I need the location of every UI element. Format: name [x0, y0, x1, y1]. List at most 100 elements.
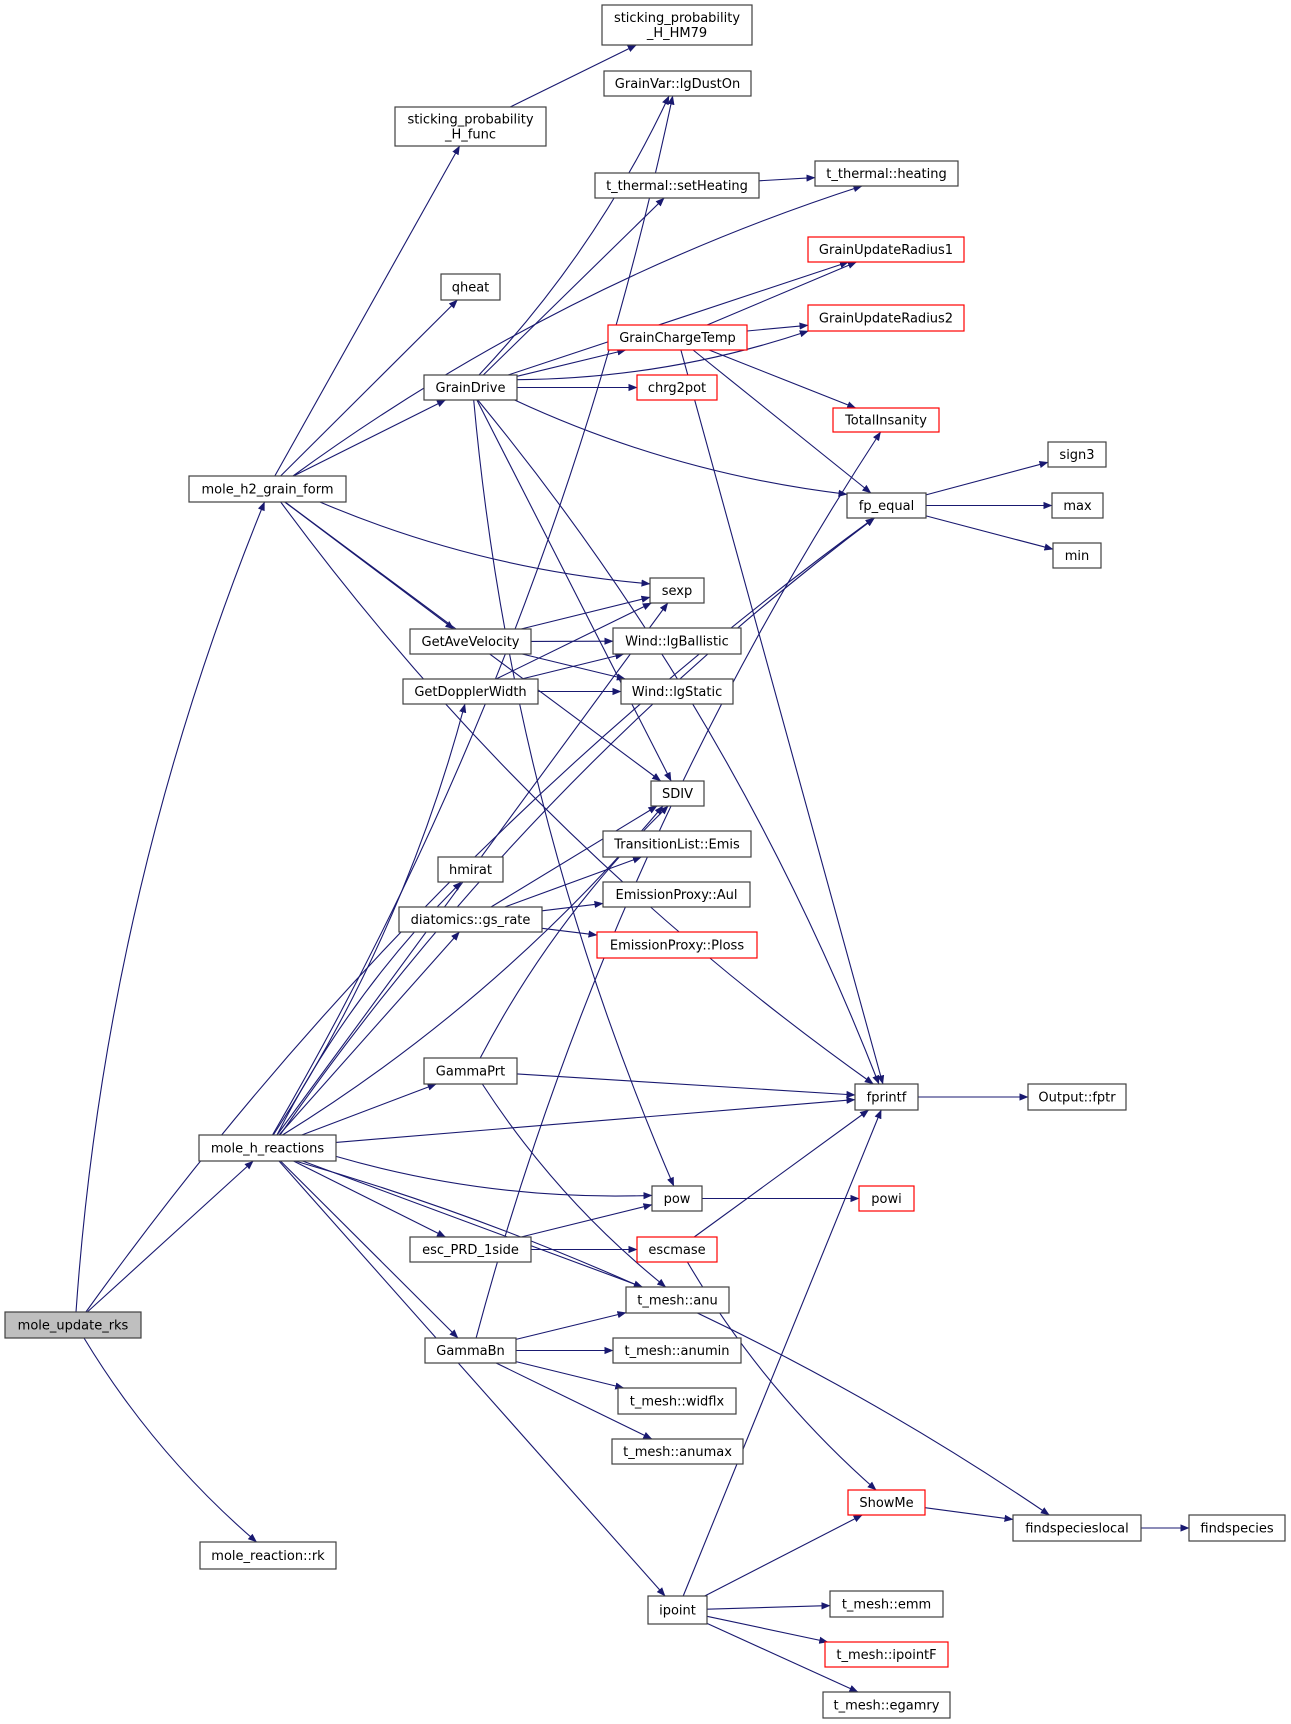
node-box[interactable] — [636, 374, 718, 401]
node-t_thermal_setHeating[interactable]: t_thermal::setHeating — [594, 172, 760, 199]
node-t_mesh_anumin[interactable]: t_mesh::anumin — [612, 1337, 742, 1364]
node-box[interactable] — [611, 1438, 744, 1465]
node-t_mesh_emm[interactable]: t_mesh::emm — [829, 1590, 944, 1618]
node-box[interactable] — [601, 4, 753, 46]
node-box[interactable] — [596, 931, 758, 959]
node-box[interactable] — [423, 1057, 518, 1085]
node-qheat[interactable]: qheat — [440, 273, 501, 301]
node-SDIV[interactable]: SDIV — [650, 780, 705, 807]
node-box[interactable] — [402, 678, 539, 705]
node-sign3[interactable]: sign3 — [1047, 441, 1107, 468]
node-escmase[interactable]: escmase — [636, 1236, 718, 1263]
node-box[interactable] — [617, 1387, 737, 1415]
node-box[interactable] — [854, 1083, 919, 1111]
node-findspecies[interactable]: findspecies — [1188, 1514, 1286, 1542]
node-TransitionList_Emis[interactable]: TransitionList::Emis — [602, 830, 752, 858]
node-GrainUpdateRadius1[interactable]: GrainUpdateRadius1 — [807, 236, 965, 263]
node-box[interactable] — [612, 1337, 742, 1364]
node-TotalInsanity[interactable]: TotalInsanity — [832, 407, 940, 433]
node-box[interactable] — [858, 1185, 915, 1212]
node-box[interactable] — [409, 1236, 532, 1263]
node-GammaPrt[interactable]: GammaPrt — [423, 1057, 518, 1085]
node-t_thermal_heating[interactable]: t_thermal::heating — [814, 160, 959, 187]
node-min[interactable]: min — [1052, 542, 1102, 569]
node-fp_equal[interactable]: fp_equal — [846, 492, 927, 519]
node-GrainUpdateRadius2[interactable]: GrainUpdateRadius2 — [807, 304, 965, 332]
node-box[interactable] — [602, 830, 752, 858]
node-mole_h_reactions[interactable]: mole_h_reactions — [198, 1134, 337, 1162]
node-box[interactable] — [607, 324, 748, 351]
node-GammaBn[interactable]: GammaBn — [424, 1337, 517, 1364]
node-box[interactable] — [394, 106, 547, 147]
node-box[interactable] — [822, 1691, 951, 1719]
node-box[interactable] — [440, 273, 501, 301]
node-box[interactable] — [423, 374, 518, 401]
node-max[interactable]: max — [1051, 492, 1104, 519]
node-box[interactable] — [424, 1337, 517, 1364]
node-hmirat[interactable]: hmirat — [437, 856, 504, 883]
node-box[interactable] — [1027, 1083, 1127, 1111]
node-powi[interactable]: powi — [858, 1185, 915, 1212]
node-ShowMe[interactable]: ShowMe — [847, 1489, 926, 1516]
node-Wind_lgStatic[interactable]: Wind::lgStatic — [620, 678, 734, 705]
node-box[interactable] — [807, 236, 965, 263]
node-Output_fptr[interactable]: Output::fptr — [1027, 1083, 1127, 1111]
node-box[interactable] — [602, 881, 751, 908]
node-box[interactable] — [199, 1541, 337, 1570]
node-box[interactable] — [4, 1311, 142, 1339]
node-box[interactable] — [1047, 441, 1107, 468]
node-pow[interactable]: pow — [651, 1185, 703, 1212]
node-t_mesh_widflx[interactable]: t_mesh::widflx — [617, 1387, 737, 1415]
node-box[interactable] — [594, 172, 760, 199]
node-chrg2pot[interactable]: chrg2pot — [636, 374, 718, 401]
node-t_mesh_egamry[interactable]: t_mesh::egamry — [822, 1691, 951, 1719]
node-mole_reaction_rk[interactable]: mole_reaction::rk — [199, 1541, 337, 1570]
node-ipoint[interactable]: ipoint — [647, 1595, 708, 1625]
node-EmissionProxy_Aul[interactable]: EmissionProxy::Aul — [602, 881, 751, 908]
node-mole_h2_grain_form[interactable]: mole_h2_grain_form — [188, 475, 347, 503]
node-box[interactable] — [847, 1489, 926, 1516]
node-box[interactable] — [1052, 542, 1102, 569]
node-box[interactable] — [846, 492, 927, 519]
node-GetAveVelocity[interactable]: GetAveVelocity — [409, 628, 532, 655]
node-box[interactable] — [647, 1595, 708, 1625]
node-sexp[interactable]: sexp — [649, 577, 705, 604]
node-box[interactable] — [636, 1236, 718, 1263]
node-box[interactable] — [625, 1286, 730, 1314]
node-box[interactable] — [807, 304, 965, 332]
node-GrainChargeTemp[interactable]: GrainChargeTemp — [607, 324, 748, 351]
node-EmissionProxy_Ploss[interactable]: EmissionProxy::Ploss — [596, 931, 758, 959]
node-GetDopplerWidth[interactable]: GetDopplerWidth — [402, 678, 539, 705]
node-sticking_probability_H_HM79[interactable]: sticking_probability_H_HM79 — [601, 4, 753, 46]
node-box[interactable] — [398, 906, 543, 933]
node-findspecieslocal[interactable]: findspecieslocal — [1012, 1514, 1142, 1542]
node-box[interactable] — [1188, 1514, 1286, 1542]
node-box[interactable] — [198, 1134, 337, 1162]
node-box[interactable] — [651, 1185, 703, 1212]
node-box[interactable] — [409, 628, 532, 655]
node-box[interactable] — [832, 407, 940, 433]
node-esc_PRD_1side[interactable]: esc_PRD_1side — [409, 1236, 532, 1263]
node-box[interactable] — [650, 780, 705, 807]
node-diatomics_gs_rate[interactable]: diatomics::gs_rate — [398, 906, 543, 933]
node-fprintf[interactable]: fprintf — [854, 1083, 919, 1111]
node-t_mesh_ipointF[interactable]: t_mesh::ipointF — [824, 1641, 949, 1668]
node-box[interactable] — [814, 160, 959, 187]
node-box[interactable] — [649, 577, 705, 604]
node-box[interactable] — [437, 856, 504, 883]
node-box[interactable] — [612, 627, 742, 655]
node-mole_update_rks[interactable]: mole_update_rks — [4, 1311, 142, 1339]
node-box[interactable] — [1012, 1514, 1142, 1542]
node-GrainDrive[interactable]: GrainDrive — [423, 374, 518, 401]
node-box[interactable] — [829, 1590, 944, 1618]
node-t_mesh_anumax[interactable]: t_mesh::anumax — [611, 1438, 744, 1465]
node-box[interactable] — [1051, 492, 1104, 519]
node-sticking_probability_H_func[interactable]: sticking_probability_H_func — [394, 106, 547, 147]
node-Wind_lgBallistic[interactable]: Wind::lgBallistic — [612, 627, 742, 655]
node-GrainVar_lgDustOn[interactable]: GrainVar::lgDustOn — [603, 70, 752, 97]
node-box[interactable] — [824, 1641, 949, 1668]
node-box[interactable] — [603, 70, 752, 97]
node-box[interactable] — [620, 678, 734, 705]
node-t_mesh_anu[interactable]: t_mesh::anu — [625, 1286, 730, 1314]
node-box[interactable] — [188, 475, 347, 503]
